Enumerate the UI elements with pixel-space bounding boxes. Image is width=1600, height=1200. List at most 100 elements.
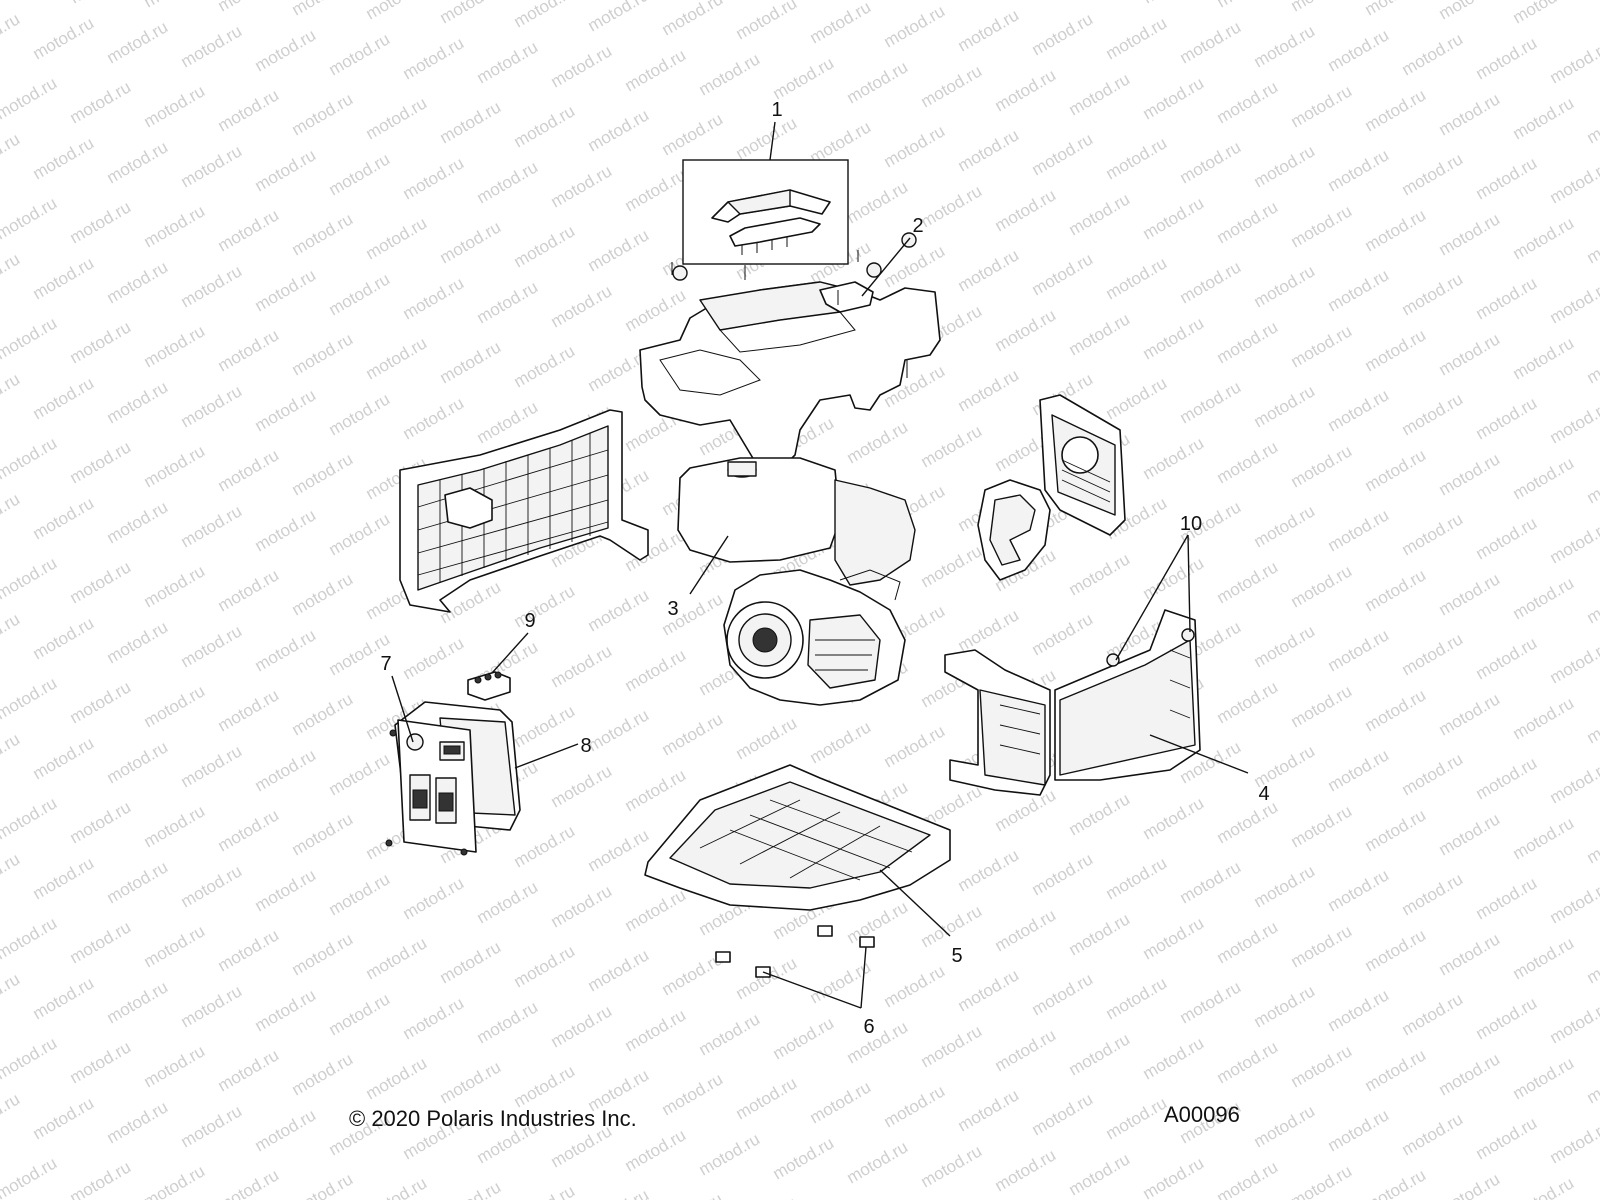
watermark-text: motod.ru — [1399, 509, 1467, 559]
watermark-text: motod.ru — [252, 265, 320, 315]
watermark-text: motod.ru — [585, 0, 653, 35]
watermark-text: motod.ru — [918, 901, 986, 951]
watermark-text: motod.ru — [104, 1097, 172, 1147]
watermark-text: motod.ru — [1584, 577, 1600, 627]
watermark-text: motod.ru — [881, 961, 949, 1011]
watermark-text: motod.ru — [252, 25, 320, 75]
watermark-text: motod.ru — [326, 749, 394, 799]
watermark-text: motod.ru — [1362, 445, 1430, 495]
watermark-text: motod.ru — [696, 49, 764, 99]
watermark-text: motod.ru — [0, 0, 60, 3]
watermark-text: motod.ru — [992, 185, 1060, 235]
watermark-text: motod.ru — [252, 145, 320, 195]
watermark-text: motod.ru — [141, 1041, 209, 1091]
watermark-text: motod.ru — [659, 0, 727, 39]
watermark-text: motod.ru — [67, 917, 135, 967]
watermark-text: motod.ru — [511, 0, 579, 31]
watermark-text: motod.ru — [1584, 217, 1600, 267]
watermark-text: motod.ru — [1140, 313, 1208, 363]
watermark-text: motod.ru — [1066, 69, 1134, 119]
watermark-text: motod.ru — [844, 57, 912, 107]
watermark-text: motod.ru — [1251, 21, 1319, 71]
watermark-text: motod.ru — [1214, 557, 1282, 607]
watermark-text: motod.ru — [1362, 685, 1430, 735]
watermark-text: motod.ru — [0, 313, 60, 363]
watermark-text: motod.ru — [104, 977, 172, 1027]
watermark-text: motod.ru — [326, 989, 394, 1039]
watermark-text: motod.ru — [1436, 0, 1504, 23]
copyright-text: © 2020 Polaris Industries Inc. — [349, 1106, 637, 1131]
watermark-text: motod.ru — [289, 929, 357, 979]
watermark-text: motod.ru — [696, 1129, 764, 1179]
watermark-text: motod.ru — [548, 641, 616, 691]
watermark-text: motod.ru — [1547, 517, 1600, 567]
watermark-text: motod.ru — [1473, 393, 1541, 443]
watermark-text: motod.ru — [1473, 993, 1541, 1043]
watermark-text: motod.ru — [104, 857, 172, 907]
watermark-text: motod.ru — [0, 913, 60, 963]
watermark-text: motod.ru — [1288, 561, 1356, 611]
watermark-text: motod.ru — [326, 29, 394, 79]
watermark-text: motod.ru — [881, 121, 949, 171]
watermark-text: motod.ru — [363, 1053, 431, 1103]
watermark-text: motod.ru — [0, 729, 23, 779]
watermark-text: motod.ru — [178, 741, 246, 791]
watermark-text: motod.ru — [178, 501, 246, 551]
watermark-text: motod.ru — [0, 129, 23, 179]
watermark-text: motod.ru — [1214, 1157, 1282, 1200]
watermark-text: motod.ru — [696, 1009, 764, 1059]
watermark-text: motod.ru — [1251, 1101, 1319, 1151]
watermark-text: motod.ru — [511, 1061, 579, 1111]
watermark-text: motod.ru — [1325, 1105, 1393, 1155]
watermark-text: motod.ru — [1288, 441, 1356, 491]
watermark-text: motod.ru — [363, 933, 431, 983]
watermark-text: motod.ru — [104, 257, 172, 307]
watermark-text: motod.ru — [659, 709, 727, 759]
watermark-text: motod.ru — [1547, 37, 1600, 87]
watermark-text: motod.ru — [1214, 77, 1282, 127]
watermark-text: motod.ru — [1547, 1117, 1600, 1167]
watermark-text: motod.ru — [1029, 9, 1097, 59]
watermark-text: motod.ru — [733, 0, 801, 43]
watermark-text: motod.ru — [474, 37, 542, 87]
watermark-text: motod.ru — [881, 1081, 949, 1131]
part-4-right-side-panel — [944, 609, 1201, 796]
watermark-text: motod.ru — [1251, 141, 1319, 191]
watermark-text: motod.ru — [1325, 25, 1393, 75]
watermark-text: motod.ru — [918, 541, 986, 591]
watermark-text: motod.ru — [1325, 985, 1393, 1035]
watermark-text: motod.ru — [1177, 977, 1245, 1027]
watermark-text: motod.ru — [363, 213, 431, 263]
watermark-text: motod.ru — [1510, 573, 1578, 623]
watermark-text: motod.ru — [733, 113, 801, 163]
watermark-text: motod.ru — [1473, 33, 1541, 83]
watermark-text: motod.ru — [1436, 809, 1504, 859]
watermark-text: motod.ru — [1066, 909, 1134, 959]
watermark-text: motod.ru — [67, 1037, 135, 1087]
watermark-text: motod.ru — [104, 737, 172, 787]
watermark-text: motod.ru — [1584, 97, 1600, 147]
callout-1: 1 — [771, 99, 782, 121]
watermark-text: motod.ru — [1473, 873, 1541, 923]
watermark-text: motod.ru — [215, 565, 283, 615]
part-9-connector — [467, 671, 511, 701]
watermark-text: motod.ru — [1473, 753, 1541, 803]
watermark-text: motod.ru — [511, 941, 579, 991]
watermark-text: motod.ru — [511, 221, 579, 271]
rear-fan-panel — [977, 394, 1126, 581]
watermark-text: motod.ru — [0, 249, 23, 299]
watermark-text: motod.ru — [474, 277, 542, 327]
watermark-text: motod.ru — [178, 141, 246, 191]
watermark-text: motod.ru — [585, 225, 653, 275]
watermark-text: motod.ru — [1288, 921, 1356, 971]
watermark-text: motod.ru — [992, 65, 1060, 115]
watermark-text: motod.ru — [400, 33, 468, 83]
watermark-text: motod.ru — [511, 581, 579, 631]
watermark-text: motod.ru — [955, 845, 1023, 895]
watermark-text: motod.ru — [104, 137, 172, 187]
watermark-text: motod.ru — [67, 557, 135, 607]
watermark-text: motod.ru — [881, 241, 949, 291]
watermark-text: motod.ru — [1510, 93, 1578, 143]
